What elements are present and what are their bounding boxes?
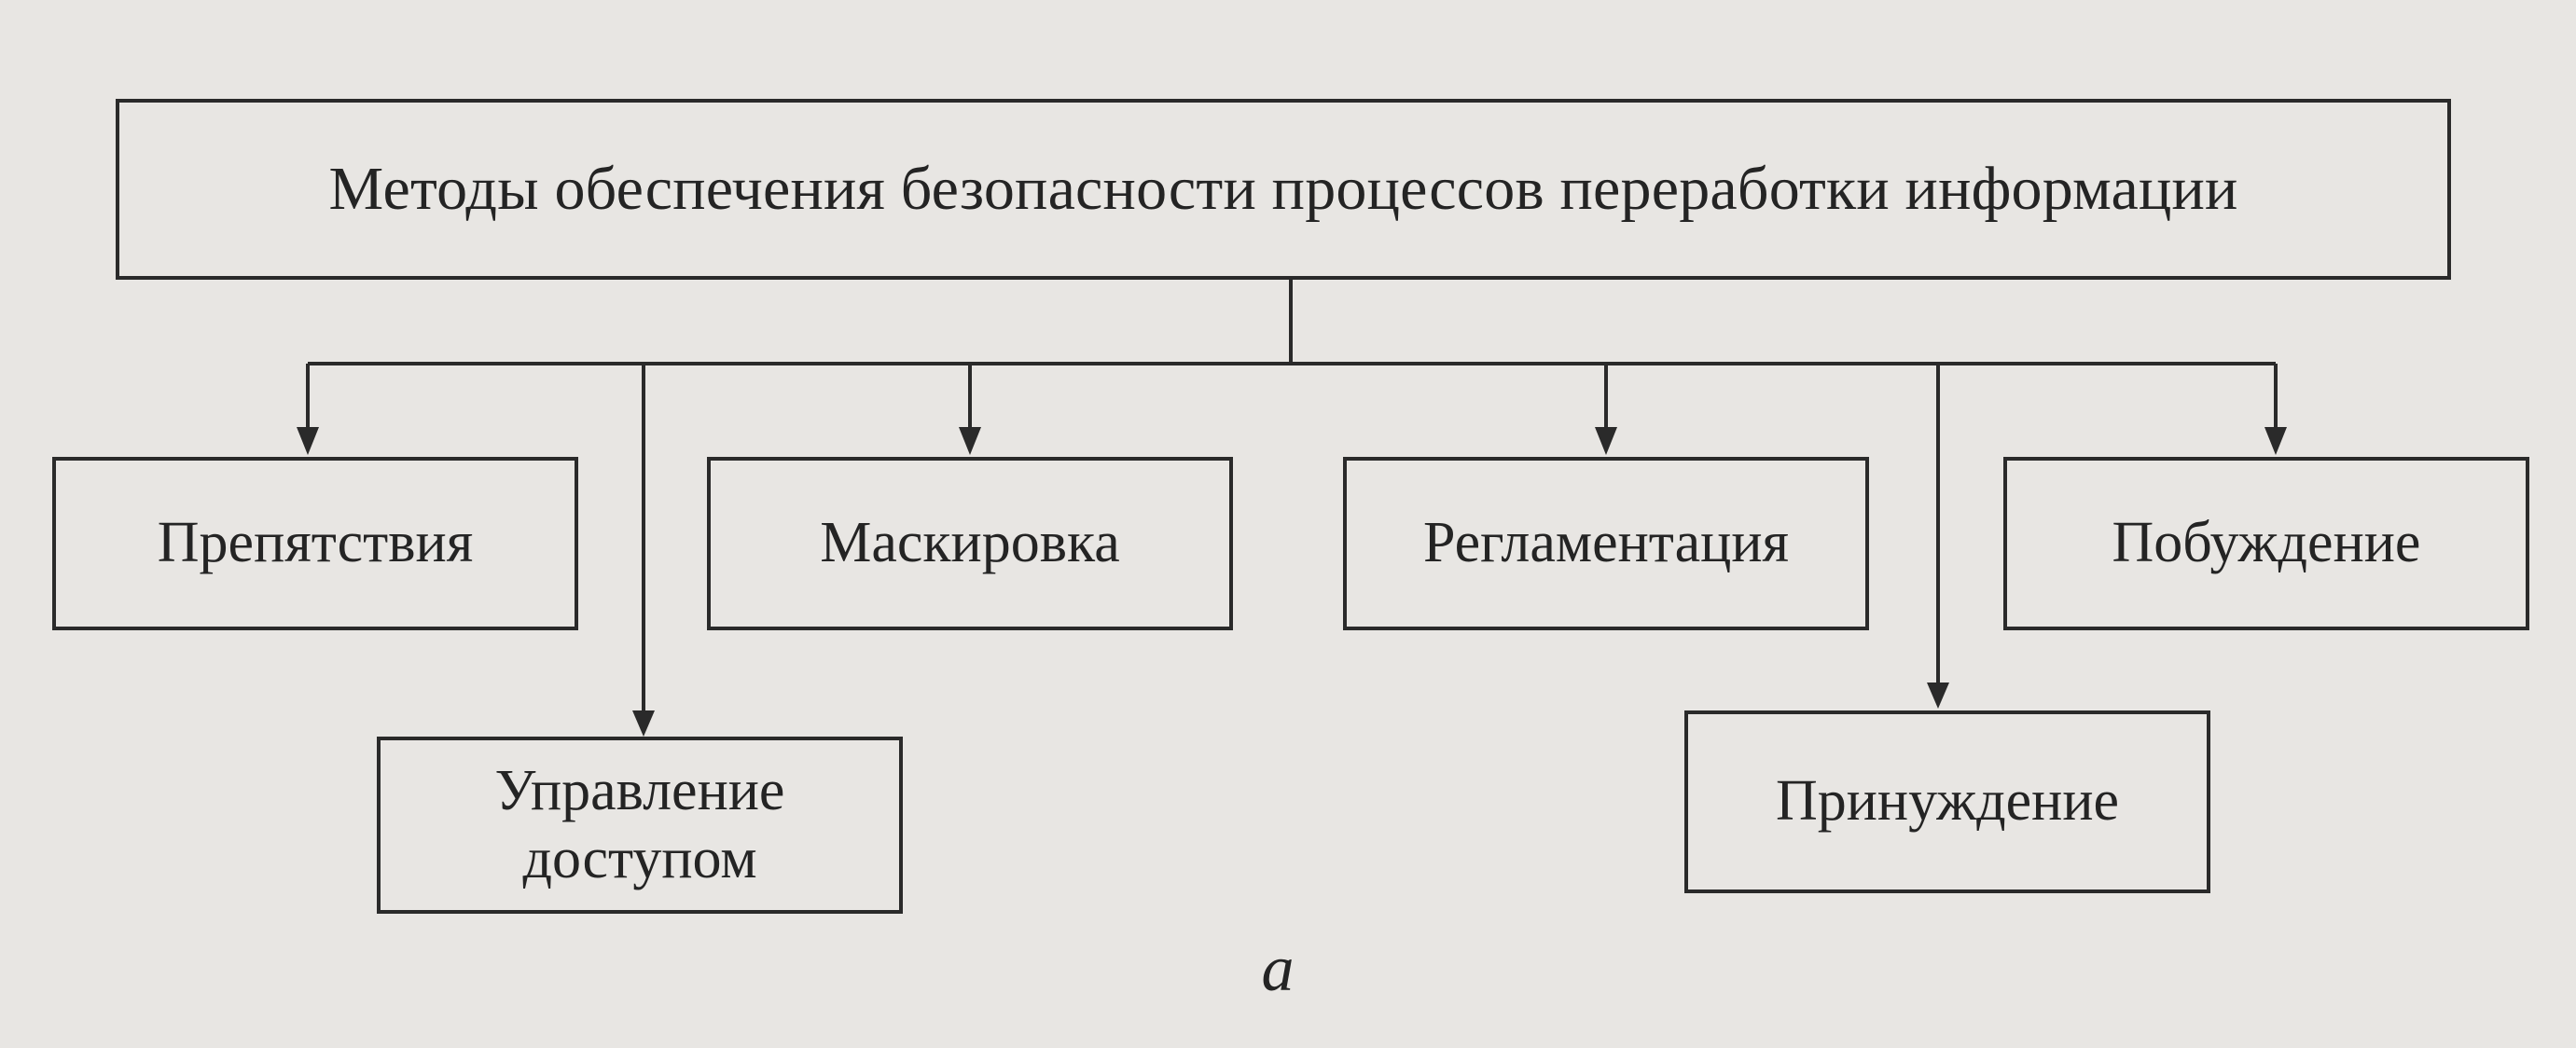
arrow-to-pobuzhdenie	[2264, 364, 2287, 455]
node-maskirovka: Маскировка	[707, 457, 1233, 630]
node-label: Препятствия	[157, 511, 474, 575]
arrow-to-prepyatstviya	[297, 364, 319, 455]
root-node: Методы обеспечения безопасности процессо…	[116, 99, 2451, 280]
node-pobuzhdenie: Побуждение	[2003, 457, 2529, 630]
node-prinuzhdenie: Принуждение	[1684, 710, 2210, 893]
arrow-to-reglamentatsiya	[1595, 364, 1617, 455]
node-reglamentatsiya: Регламентация	[1343, 457, 1869, 630]
node-prepyatstviya: Препятствия	[52, 457, 578, 630]
node-label: Управление доступом	[494, 758, 785, 890]
node-label: Регламентация	[1422, 511, 1790, 575]
root-label: Методы обеспечения безопасности процессо…	[328, 155, 2238, 224]
node-label: Маскировка	[820, 511, 1120, 575]
arrow-to-prinuzhdenie	[1927, 364, 1949, 709]
arrow-to-upravlenie-dostupom	[632, 364, 655, 737]
node-upravlenie-dostupom: Управление доступом	[377, 737, 903, 914]
node-label: Побуждение	[2112, 511, 2421, 575]
figure-caption: а	[1261, 933, 1295, 1005]
node-label: Принуждение	[1775, 769, 2120, 834]
arrow-to-maskirovka	[959, 364, 981, 455]
